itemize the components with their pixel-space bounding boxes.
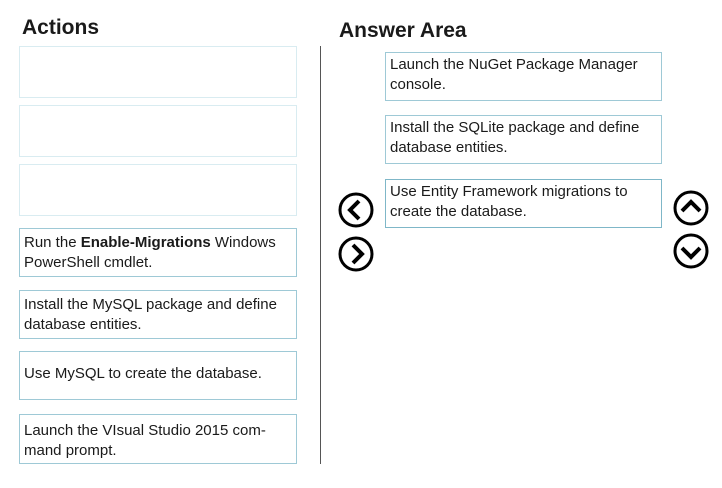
chevron-up-icon [673,190,709,226]
action-item[interactable]: Launch the VIsual Studio 2015 com-mand p… [19,414,297,464]
action-item[interactable]: Run the Enable-Migrations Windows PowerS… [19,228,297,277]
action-item-label: Launch the VIsual Studio 2015 com-mand p… [24,422,266,459]
chevron-left-icon [338,192,374,228]
empty-action-slot [19,46,297,98]
move-left-button[interactable] [338,192,374,228]
column-divider [320,46,321,464]
chevron-down-icon [673,233,709,269]
answer-item[interactable]: Use Entity Framework migrations to creat… [385,179,662,228]
action-item-label: Use MySQL to create the database. [24,365,262,382]
move-right-button[interactable] [338,236,374,272]
empty-action-slot [19,105,297,157]
answer-item-label: Use Entity Framework migrations to creat… [390,183,628,220]
chevron-right-icon [338,236,374,272]
empty-action-slot [19,164,297,216]
move-down-button[interactable] [673,233,709,269]
answer-item-label: Launch the NuGet Package Manager console… [390,56,638,93]
actions-heading: Actions [22,16,100,39]
answer-item[interactable]: Launch the NuGet Package Manager console… [385,52,662,101]
action-item-label: Install the MySQL package and define dat… [24,296,277,333]
action-item-cmdlet-name: Enable-Migrations [80,234,211,251]
action-item-text-suffix: Windows PowerShell cmdlet. [24,234,276,271]
answer-item-label: Install the SQLite package and define da… [390,119,640,156]
action-item[interactable]: Install the MySQL package and define dat… [19,290,297,339]
move-up-button[interactable] [673,190,709,226]
answer-area-heading: Answer Area [339,19,467,42]
action-item[interactable]: Use MySQL to create the database. [19,351,297,400]
answer-item[interactable]: Install the SQLite package and define da… [385,115,662,164]
action-item-text-prefix: Run the [24,234,81,251]
